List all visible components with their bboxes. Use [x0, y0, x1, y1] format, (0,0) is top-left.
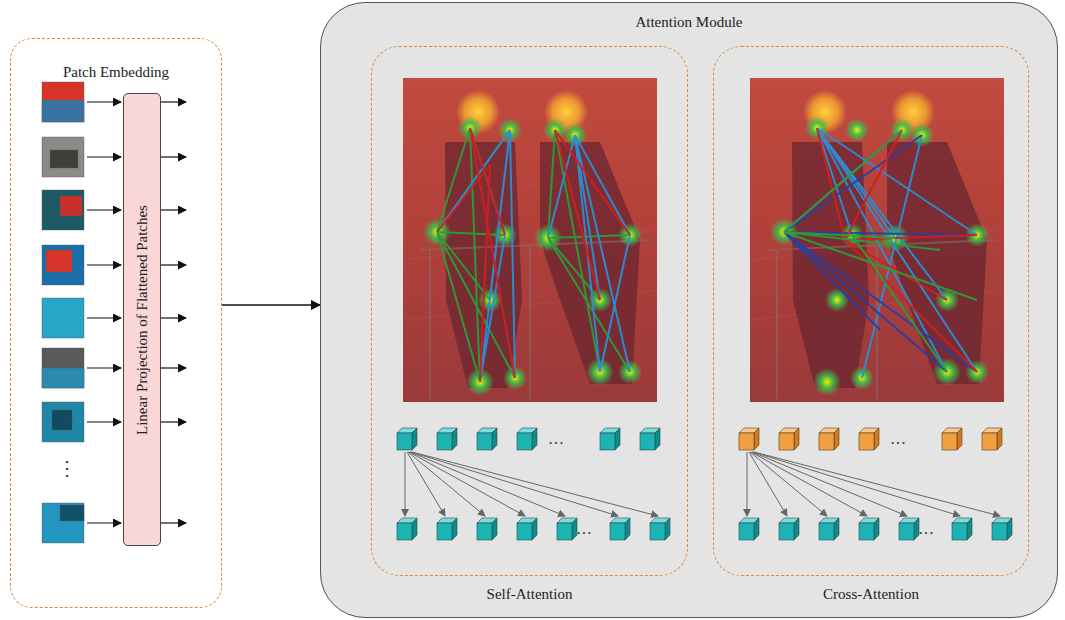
- ellipsis-mark: ···: [576, 526, 592, 542]
- flow-arrow: [222, 304, 320, 305]
- box-label: Linear Projection of Flattened Patches: [133, 205, 151, 435]
- ellipsis-mark: ⋮: [57, 458, 77, 478]
- dashed-group-box: Cross-Attention: [713, 46, 1029, 576]
- projection-box: Linear Projection of Flattened Patches: [123, 93, 161, 546]
- ellipsis-mark: ···: [890, 436, 906, 452]
- group-title: Self-Attention: [372, 585, 687, 603]
- group-title: Patch Embedding: [11, 63, 221, 81]
- ellipsis-mark: ···: [548, 436, 564, 452]
- ellipsis-mark: ···: [918, 526, 934, 542]
- dashed-group-box: Patch EmbeddingLinear Projection of Flat…: [10, 38, 222, 608]
- module-box: Attention ModuleSelf-AttentionCross-Atte…: [320, 2, 1058, 618]
- group-title: Attention Module: [321, 13, 1057, 31]
- dashed-group-box: Self-Attention: [371, 46, 688, 576]
- group-title: Cross-Attention: [714, 585, 1028, 603]
